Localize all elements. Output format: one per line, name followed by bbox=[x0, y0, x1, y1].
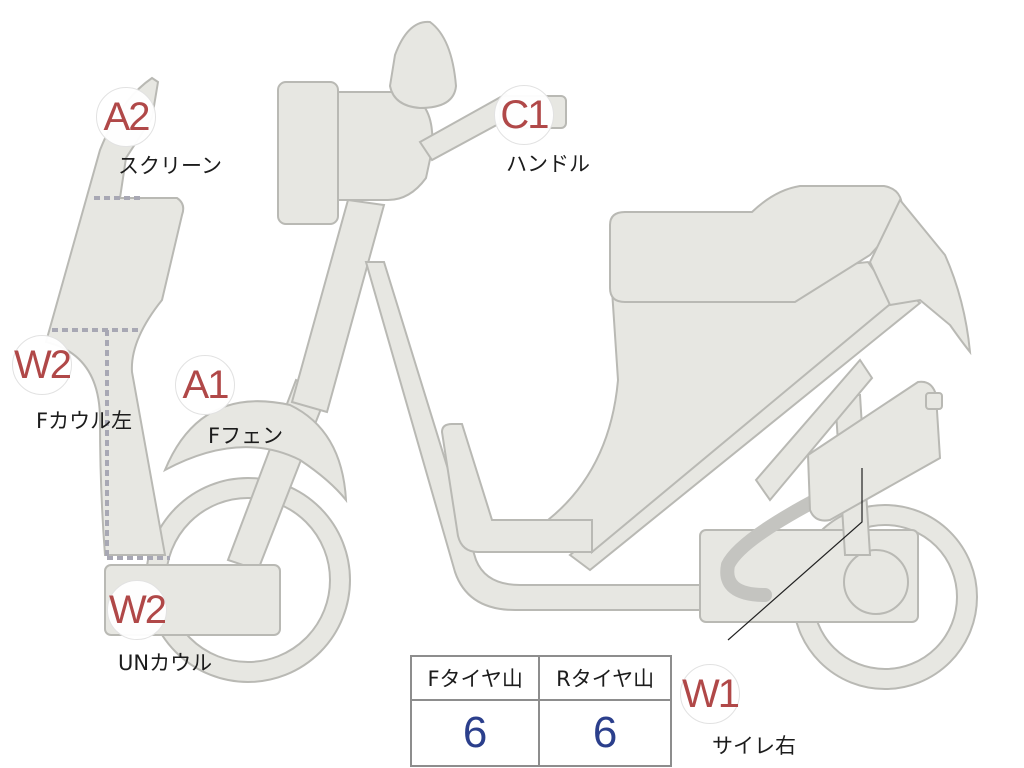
marker-code: W2 bbox=[109, 587, 167, 632]
damage-outline-left-cowl bbox=[52, 328, 170, 560]
marker-code: C1 bbox=[500, 92, 549, 137]
header-rear-tire: Rタイヤ山 bbox=[538, 655, 672, 701]
marker-code: A2 bbox=[103, 94, 151, 139]
steering-column bbox=[290, 198, 386, 414]
marker-w2-left-cowl: W2 bbox=[12, 335, 72, 395]
floorboard bbox=[440, 423, 593, 553]
headlight bbox=[277, 81, 434, 225]
marker-a2-screen: A2 bbox=[96, 87, 156, 147]
table-header-row: Fタイヤ山 Rタイヤ山 bbox=[409, 655, 672, 701]
marker-a1-fender: A1 bbox=[175, 355, 235, 415]
label-fender: Fフェン bbox=[208, 424, 284, 448]
rear-cowl bbox=[868, 198, 972, 356]
label-left-cowl: Fカウル左 bbox=[36, 409, 133, 433]
label-under-cowl: UNカウル bbox=[118, 651, 213, 675]
table-value-row: 6 6 bbox=[409, 699, 672, 767]
meter-cover bbox=[388, 20, 458, 110]
label-handlebar: ハンドル bbox=[506, 152, 590, 176]
seat bbox=[609, 185, 903, 303]
marker-w2-under-cowl: W2 bbox=[107, 580, 167, 640]
muffler-leader-line bbox=[727, 468, 863, 641]
tire-tread-table: Fタイヤ山 Rタイヤ山 6 6 bbox=[409, 655, 672, 767]
label-screen: スクリーン bbox=[118, 154, 222, 178]
value-front-tire: 6 bbox=[409, 699, 541, 767]
side-bar bbox=[754, 358, 874, 502]
marker-w1-muffler: W1 bbox=[680, 664, 740, 724]
body-panel bbox=[545, 260, 897, 555]
marker-c1-handlebar: C1 bbox=[494, 85, 554, 145]
marker-code: W1 bbox=[682, 671, 740, 716]
front-cowl bbox=[44, 76, 185, 556]
label-muffler: サイレ右 bbox=[712, 734, 796, 758]
value-rear-tire: 6 bbox=[538, 699, 672, 767]
muffler bbox=[806, 380, 943, 522]
header-front-tire: Fタイヤ山 bbox=[409, 655, 541, 701]
exhaust-pipe bbox=[720, 491, 827, 602]
marker-code: A1 bbox=[182, 362, 230, 407]
marker-code: W2 bbox=[14, 342, 72, 387]
